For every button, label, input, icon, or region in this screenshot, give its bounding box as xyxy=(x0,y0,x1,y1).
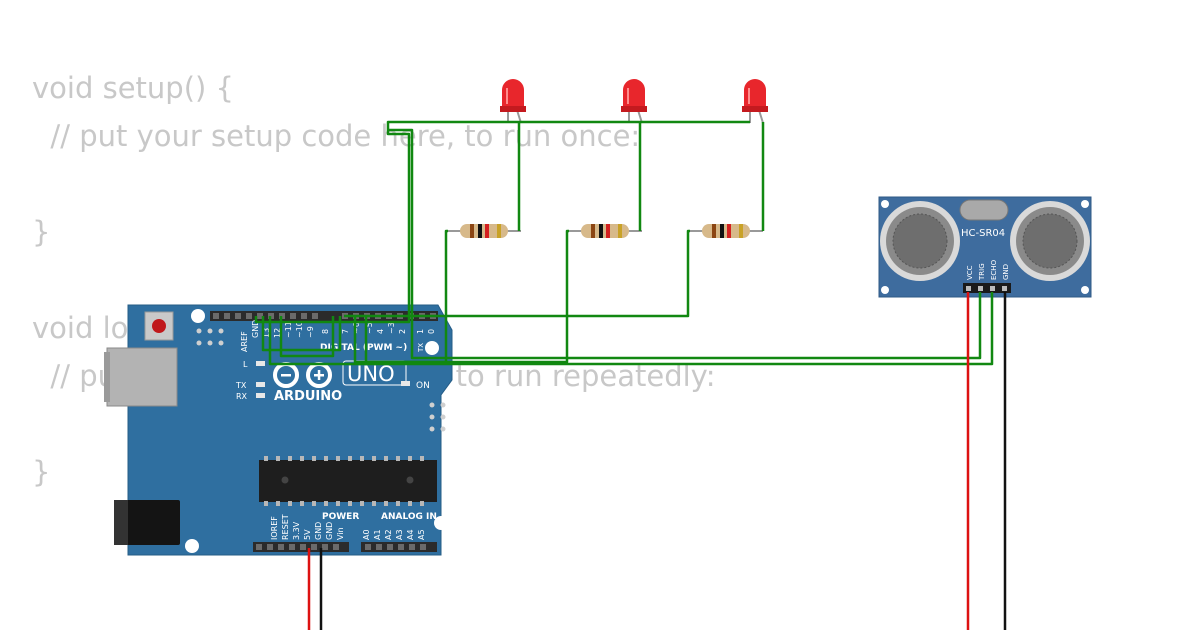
rx-led xyxy=(256,393,265,398)
pin-label: 8 xyxy=(321,329,330,334)
mounting-hole xyxy=(185,539,199,553)
pin-label: ~9 xyxy=(306,326,315,338)
arduino-uno-board[interactable]: AREF GND 13 12 ~11 ~10 ~9 8 7 ~6 ~5 4 ~3… xyxy=(104,304,453,556)
resistor[interactable] xyxy=(690,224,763,238)
pin-label: A3 xyxy=(395,529,404,540)
usb-port xyxy=(106,347,178,407)
rx-pin-label: RX xyxy=(428,342,436,352)
red-led[interactable] xyxy=(500,79,526,124)
icsp2-header xyxy=(429,402,446,432)
mounting-hole xyxy=(1081,200,1089,208)
pin-label: 13 xyxy=(262,328,271,338)
uno-model-label: UNO xyxy=(347,362,395,386)
mounting-hole xyxy=(881,286,889,294)
power-pin-labels: IOREF RESET 3.3V 5V GND GND Vin xyxy=(270,514,345,540)
icsp-header xyxy=(196,328,224,346)
gnd-label: GND xyxy=(251,320,260,338)
pin-label: ~10 xyxy=(295,321,304,338)
pin-label: 4 xyxy=(376,329,385,334)
pin-label: IOREF xyxy=(270,516,279,540)
ultrasonic-sensor[interactable]: HC-SR04 VCC TRIG ECHO GND xyxy=(878,196,1092,298)
pin-label: 12 xyxy=(273,328,282,338)
wire-green[interactable] xyxy=(254,120,508,324)
pin-label: GND xyxy=(325,522,334,540)
arduino-logo-text: ARDUINO xyxy=(274,389,342,404)
sensor-pin-labels: VCC TRIG ECHO GND xyxy=(966,259,1010,281)
pin-label: ~5 xyxy=(365,322,374,334)
red-led[interactable] xyxy=(621,79,647,124)
pin-label: ~11 xyxy=(284,321,293,338)
rx-led-label: RX xyxy=(236,392,248,401)
digital-label: DIGITAL (PWM ~) xyxy=(320,343,407,353)
code-line: void setup() { xyxy=(32,71,234,105)
sensor-model-label: HC-SR04 xyxy=(961,228,1005,239)
power-led xyxy=(401,381,410,386)
digital-pin-labels: 13 12 ~11 ~10 ~9 8 7 ~6 ~5 4 ~3 2 1 0 TX… xyxy=(262,321,436,353)
pin-label: VCC xyxy=(966,265,974,280)
analog-label: ANALOG IN xyxy=(381,512,437,522)
analog-pin-labels: A0 A1 A2 A3 A4 A5 xyxy=(362,529,426,540)
wire-green[interactable] xyxy=(261,316,342,352)
wire-green[interactable] xyxy=(268,292,994,366)
aref-label: AREF xyxy=(240,331,249,352)
pin-label: 7 xyxy=(341,329,350,334)
wires[interactable] xyxy=(254,120,1007,630)
sensor-header xyxy=(963,283,1011,293)
transducer-right xyxy=(1010,201,1090,281)
mounting-hole xyxy=(881,200,889,208)
pin-label: 0 xyxy=(427,329,436,334)
mounting-hole xyxy=(1081,286,1089,294)
arduino-logo xyxy=(272,362,333,388)
code-line: // put your setup code here, to run once… xyxy=(32,119,641,153)
pin-label: 3.3V xyxy=(292,521,301,540)
pin-label: A0 xyxy=(362,529,371,540)
tx-led xyxy=(256,382,265,387)
crystal xyxy=(959,199,1009,221)
code-line: } xyxy=(32,215,51,249)
wire-green[interactable] xyxy=(344,229,690,318)
l-led xyxy=(256,361,265,366)
resistor[interactable] xyxy=(569,224,642,238)
pin-label: ~3 xyxy=(387,322,396,334)
wire-green[interactable] xyxy=(388,128,982,360)
pin-label: RESET xyxy=(281,514,290,540)
pin-label: TRIG xyxy=(978,263,986,281)
mounting-hole xyxy=(434,516,448,530)
pin-label: ECHO xyxy=(990,259,998,280)
pin-label: Vin xyxy=(336,527,345,540)
red-led[interactable] xyxy=(742,79,768,124)
pin-label: 1 xyxy=(416,329,425,334)
tx-led-label: TX xyxy=(235,381,247,390)
transducer-left xyxy=(880,201,960,281)
resistor[interactable] xyxy=(448,224,521,238)
pin-label: 2 xyxy=(398,329,407,334)
on-led-label: ON xyxy=(416,381,430,391)
pin-label: 5V xyxy=(303,529,312,540)
wire-green[interactable] xyxy=(353,229,569,364)
mounting-hole xyxy=(425,341,439,355)
pin-label: A2 xyxy=(384,529,393,540)
pin-label: A1 xyxy=(373,529,382,540)
code-line: } xyxy=(32,455,51,489)
pin-label: GND xyxy=(314,522,323,540)
mounting-hole xyxy=(191,309,205,323)
pin-label: A4 xyxy=(406,529,415,540)
pin-label: A5 xyxy=(417,529,426,540)
l-led-label: L xyxy=(243,360,248,369)
digital-header xyxy=(210,311,438,321)
tx-pin-label: TX xyxy=(417,343,425,353)
power-jack xyxy=(114,500,180,545)
pin-label: ~6 xyxy=(352,322,361,334)
pin-label: GND xyxy=(1002,264,1010,280)
wire-green[interactable] xyxy=(279,316,335,358)
power-label: POWER xyxy=(322,512,359,522)
